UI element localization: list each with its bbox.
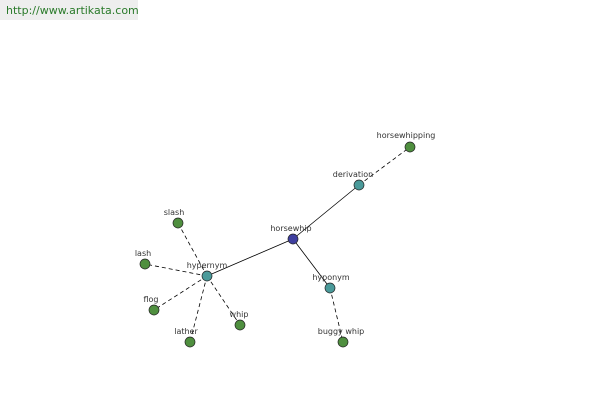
url-bar: http://www.artikata.com bbox=[0, 0, 139, 20]
node-lash[interactable] bbox=[139, 258, 151, 270]
label-whip: whip bbox=[230, 310, 249, 319]
node-derivation[interactable] bbox=[353, 179, 365, 191]
edge-derivation-horsewhipping bbox=[358, 146, 411, 186]
edge-hypernym-whip bbox=[206, 275, 241, 326]
edge-hypernym-slash bbox=[177, 222, 208, 277]
node-hyponym[interactable] bbox=[324, 282, 336, 294]
label-flog: flog bbox=[143, 295, 158, 304]
label-horsewhipping: horsewhipping bbox=[377, 131, 436, 140]
label-slash: slash bbox=[164, 208, 185, 217]
edge-hyponym-buggy-whip bbox=[329, 287, 344, 343]
label-lather: lather bbox=[174, 327, 198, 336]
label-horsewhip: horsewhip bbox=[270, 224, 311, 233]
node-horsewhip[interactable] bbox=[287, 233, 299, 245]
edge-hypernym-lash bbox=[144, 263, 208, 277]
label-derivation: derivation bbox=[333, 170, 373, 179]
label-lash: lash bbox=[135, 249, 151, 258]
label-hypernym: hypernym bbox=[187, 261, 228, 270]
label-buggy-whip: buggy whip bbox=[318, 327, 365, 336]
node-buggy-whip[interactable] bbox=[337, 336, 349, 348]
node-slash[interactable] bbox=[172, 217, 184, 229]
edge-horsewhip-derivation bbox=[292, 184, 360, 240]
edge-hypernym-lather bbox=[189, 275, 208, 343]
edge-horsewhip-hyponym bbox=[292, 238, 331, 289]
node-horsewhipping[interactable] bbox=[404, 141, 416, 153]
url-link[interactable]: http://www.artikata.com bbox=[6, 4, 139, 17]
edge-hypernym-flog bbox=[153, 275, 208, 311]
node-hypernym[interactable] bbox=[201, 270, 213, 282]
label-hyponym: hyponym bbox=[312, 273, 350, 282]
edge-horsewhip-hypernym bbox=[206, 238, 294, 277]
node-whip[interactable] bbox=[234, 319, 246, 331]
node-flog[interactable] bbox=[148, 304, 160, 316]
node-lather[interactable] bbox=[184, 336, 196, 348]
